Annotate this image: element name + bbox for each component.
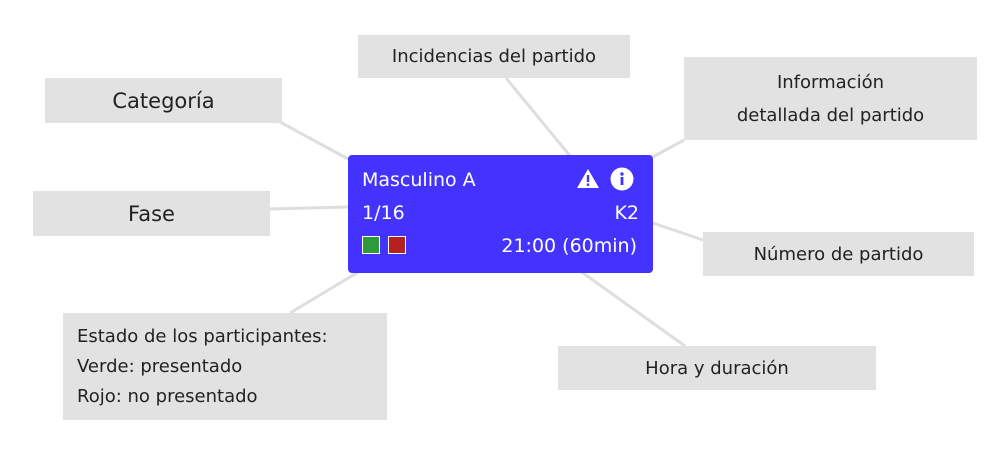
- participant-status-not-presented: [388, 236, 406, 254]
- callout-phase-text: Fase: [128, 201, 175, 226]
- callout-time-duration: Hora y duración: [558, 346, 876, 390]
- match-card[interactable]: Masculino A 1/16 K2 21:00 (60min): [348, 155, 653, 273]
- participant-status-presented: [362, 236, 380, 254]
- info-icon[interactable]: [610, 167, 634, 191]
- callout-match-number: Número de partido: [703, 232, 974, 276]
- match-category: Masculino A: [362, 169, 476, 191]
- callout-info-line1: Información: [776, 71, 885, 93]
- warning-icon[interactable]: [576, 167, 600, 191]
- callout-status-line2: Verde: presentado: [77, 355, 243, 377]
- callout-phase: Fase: [33, 191, 270, 236]
- callout-category: Categoría: [45, 78, 282, 123]
- callout-category-text: Categoría: [112, 88, 215, 113]
- match-phase: 1/16: [362, 202, 405, 224]
- callout-status-line3: Rojo: no presentado: [77, 385, 258, 407]
- callout-status-line1: Estado de los participantes:: [77, 325, 328, 347]
- callout-match-number-text: Número de partido: [753, 243, 924, 265]
- callout-info-line2: detallada del partido: [736, 104, 925, 126]
- callout-incidents-text: Incidencias del partido: [391, 46, 597, 67]
- match-number: K2: [614, 202, 639, 224]
- callout-detailed-info: Información detallada del partido: [684, 57, 977, 140]
- match-time-duration: 21:00 (60min): [501, 235, 637, 257]
- callout-participant-status: Estado de los participantes: Verde: pres…: [63, 313, 387, 420]
- callout-time-duration-text: Hora y duración: [645, 357, 789, 379]
- callout-incidents: Incidencias del partido: [358, 35, 630, 78]
